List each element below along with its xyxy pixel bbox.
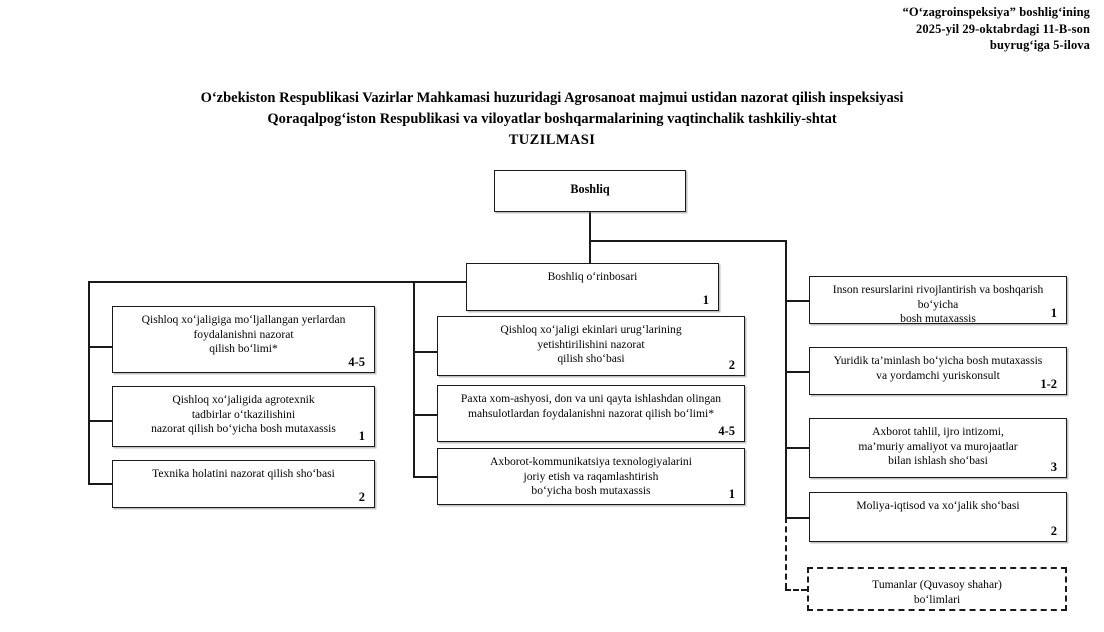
node-tumanlar-bolimlari-label: Tumanlar (Quvasoy shahar) bo‘limlari xyxy=(872,578,1002,606)
connector-deputy-to-left-trunk xyxy=(88,281,468,283)
connector-middle-stub-1 xyxy=(413,351,438,353)
node-middle-2[interactable]: Paxta xom-ashyosi, don va uni qayta ishl… xyxy=(437,385,745,442)
node-right-3-count: 3 xyxy=(1050,460,1057,474)
connector-right-stub-1 xyxy=(785,300,810,302)
node-left-2[interactable]: Qishloq xo‘jaligida agrotexnik tadbirlar… xyxy=(112,386,375,447)
connector-left-stub-3 xyxy=(88,483,113,485)
node-right-2[interactable]: Yuridik ta’minlash bo‘yicha bosh mutaxas… xyxy=(809,347,1067,395)
connector-middle-stub-3 xyxy=(413,476,438,478)
title-line-3: TUZILMASI xyxy=(508,132,596,148)
connector-right-trunk xyxy=(785,240,787,518)
connector-left-stub-1 xyxy=(88,346,113,348)
node-middle-3-count: 1 xyxy=(728,487,735,501)
node-tumanlar-bolimlari[interactable]: Tumanlar (Quvasoy shahar) bo‘limlari xyxy=(807,567,1067,611)
node-middle-1-label: Qishloq xo‘jaligi ekinlari urug‘larining… xyxy=(500,323,682,366)
node-right-1-label: Inson resurslarini rivojlantirish va bos… xyxy=(832,283,1044,326)
node-left-3-label: Texnika holatini nazorat qilish sho‘basi xyxy=(152,467,335,480)
node-left-3[interactable]: Texnika holatini nazorat qilish sho‘basi… xyxy=(112,460,375,508)
node-right-2-count: 1-2 xyxy=(1040,377,1057,391)
node-left-3-count: 2 xyxy=(358,490,365,504)
connector-right-stub-3 xyxy=(785,447,810,449)
node-left-2-count: 1 xyxy=(358,429,365,443)
node-right-1[interactable]: Inson resurslarini rivojlantirish va bos… xyxy=(809,276,1067,326)
title-line-1: O‘zbekiston Respublikasi Vazirlar Mahkam… xyxy=(200,90,904,106)
node-middle-3[interactable]: Axborot-kommunikatsiya texnologiyalarini… xyxy=(437,448,745,505)
node-middle-1-count: 2 xyxy=(728,358,735,372)
node-boshliq-orinbosari-label: Boshliq o‘rinbosari xyxy=(547,270,638,283)
title-line-2: Qoraqalpog‘iston Respublikasi va viloyat… xyxy=(267,111,837,127)
node-right-4-label: Moliya-iqtisod va xo‘jalik sho‘basi xyxy=(856,499,1020,512)
header-note-line-2: 2025-yil 29-oktabrdagi 11-B-son xyxy=(916,21,1090,36)
node-left-2-label: Qishloq xo‘jaligida agrotexnik tadbirlar… xyxy=(151,393,336,436)
node-boshliq-label: Boshliq xyxy=(570,182,610,196)
connector-dashed-stub xyxy=(785,589,807,591)
connector-middle-stub-2 xyxy=(413,414,438,416)
node-left-1-label: Qishloq xo‘jaligiga mo‘ljallangan yerlar… xyxy=(141,313,346,356)
header-note: “O‘zagroinspeksiya” boshlig‘ining 2025-y… xyxy=(903,4,1091,54)
connector-root-to-right-trunk xyxy=(589,240,787,242)
node-right-4[interactable]: Moliya-iqtisod va xo‘jalik sho‘basi 2 xyxy=(809,492,1067,542)
connector-dashed-trunk xyxy=(785,517,787,589)
connector-root-stem xyxy=(589,211,591,288)
node-left-1[interactable]: Qishloq xo‘jaligiga mo‘ljallangan yerlar… xyxy=(112,306,375,373)
header-note-line-3: buyrug‘iga 5-ilova xyxy=(989,38,1090,52)
node-right-2-label: Yuridik ta’minlash bo‘yicha bosh mutaxas… xyxy=(833,354,1043,382)
node-boshliq[interactable]: Boshliq xyxy=(494,170,686,212)
node-middle-1[interactable]: Qishloq xo‘jaligi ekinlari urug‘larining… xyxy=(437,316,745,376)
connector-right-stub-2 xyxy=(785,371,810,373)
node-right-4-count: 2 xyxy=(1050,524,1057,538)
connector-middle-trunk xyxy=(413,281,415,478)
connector-left-trunk xyxy=(88,281,90,485)
connector-right-stub-4 xyxy=(785,517,810,519)
node-boshliq-orinbosari[interactable]: Boshliq o‘rinbosari 1 xyxy=(466,263,719,311)
header-note-line-1: “O‘zagroinspeksiya” boshlig‘ining xyxy=(902,5,1090,19)
node-boshliq-orinbosari-count: 1 xyxy=(702,293,709,307)
node-left-1-count: 4-5 xyxy=(348,355,365,369)
node-right-3[interactable]: Axborot tahlil, ijro intizomi, ma’muriy … xyxy=(809,418,1067,478)
node-middle-2-count: 4-5 xyxy=(718,424,735,438)
connector-left-stub-2 xyxy=(88,420,113,422)
node-right-3-label: Axborot tahlil, ijro intizomi, ma’muriy … xyxy=(858,425,1018,468)
page-title: O‘zbekiston Respublikasi Vazirlar Mahkam… xyxy=(0,88,1104,151)
node-right-1-count: 1 xyxy=(1050,306,1057,320)
node-middle-2-label: Paxta xom-ashyosi, don va uni qayta ishl… xyxy=(460,392,722,420)
node-middle-3-label: Axborot-kommunikatsiya texnologiyalarini… xyxy=(490,455,692,498)
